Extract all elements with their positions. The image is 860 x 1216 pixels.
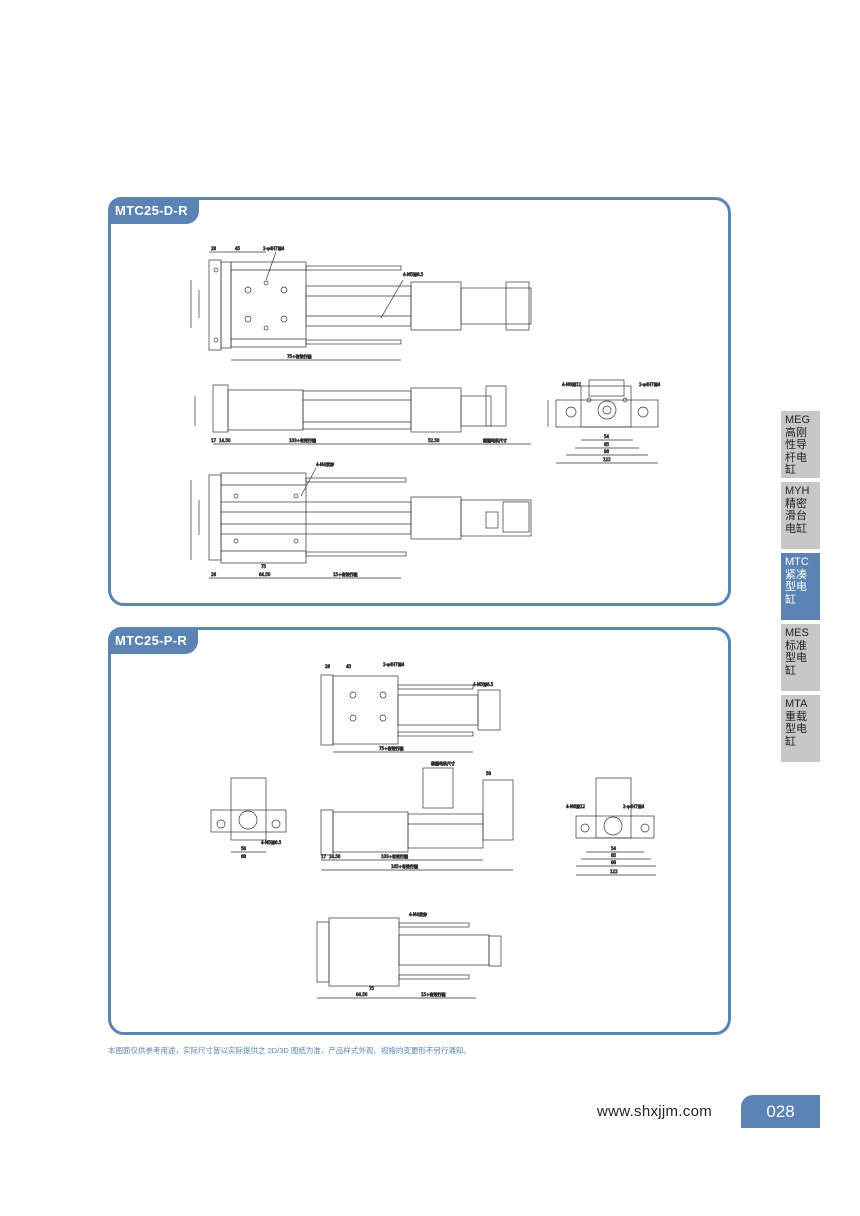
tab-code: MTA [785,698,808,710]
dim-label: 4-M4贯穿 [316,461,334,467]
dim-label: 4-M4贯穿 [409,911,427,917]
tab-name: 重载型电缸 [785,710,807,748]
tab-name: 高刚性导杆电缸 [785,426,807,477]
dim-label: 58 [241,846,247,851]
tab-meg[interactable]: MEG 高刚性导杆电缸 [781,411,820,478]
tab-name: 精密滑台电缸 [785,497,807,535]
dim-label: 103+有效行程 [289,437,316,443]
dim-label: 75+有效行程 [287,353,311,359]
dim-label: 68 [241,854,247,859]
disclaimer-note: 本图面仅供参考用途，实际尺寸皆以实际提供之 2D/3D 图纸为准，产品样式外观、… [108,1046,471,1055]
tab-name: 标准型电缸 [785,639,807,677]
top-view [320,674,501,753]
dim-label: 根据电机尺寸 [483,437,507,443]
dim-label: 4-M5深6.5 [473,681,494,687]
panel-title: MTC25-D-R [108,197,199,224]
dim-label: 17 [321,854,327,859]
dim-label: 165+有效行程 [391,863,418,869]
top-view [190,251,532,361]
drawing-panel-p: MTC25-P-R [108,627,731,1035]
tab-code: MES [785,627,809,639]
dim-label: 65 [611,853,617,858]
page-number: 028 [741,1095,820,1128]
tab-myh[interactable]: MYH 精密滑台电缸 [781,482,820,549]
end-view [547,379,659,464]
tab-mes[interactable]: MES 标准型电缸 [781,624,820,691]
dim-label: 96 [604,449,610,454]
dim-label: 17 [211,438,217,443]
tab-code: MYH [785,485,810,497]
dim-label: 2-φ4H7深4 [639,381,661,387]
dim-label: 45 [235,246,241,251]
dim-label: 28 [325,664,331,669]
tab-mtc[interactable]: MTC 紧凑型电缸 [781,553,820,620]
dim-label: 4-M5深6.5 [261,839,282,845]
dim-label: 15+有效行程 [421,991,445,997]
dim-label: 54 [604,434,610,439]
tab-name: 紧凑型电缸 [785,568,807,606]
dim-label: 75+有效行程 [379,745,403,751]
dim-label: 2-φ4H7深4 [383,661,405,667]
dim-label: 75 [261,564,267,569]
tab-code: MEG [785,414,811,426]
side-view [320,767,514,871]
dim-label: 4-M6深12 [566,803,586,809]
technical-drawing-d: 28 45 2-φ4H7深4 4-M5深6.5 75+有效行程 17 14.50… [190,245,661,579]
dim-label: 52.50 [428,438,440,443]
dim-label: 64.50 [259,572,271,577]
dim-label: 122 [603,457,611,462]
dim-label: 4-M6深12 [562,381,582,387]
dim-label: 14.50 [219,438,231,443]
right-end-view [575,777,656,876]
dim-label: 103+有效行程 [381,853,408,859]
dim-label: 54 [611,846,617,851]
dim-label: 根据电机尺寸 [431,760,455,766]
panel-title: MTC25-P-R [108,627,199,654]
dim-label: 58 [486,771,492,776]
dim-label: 14.50 [329,854,341,859]
dim-label: 4-M5深6.5 [403,271,424,277]
bottom-view [190,467,532,579]
dim-label: 122 [610,869,618,874]
dim-label: 2-φ4H7深4 [623,803,645,809]
dim-label: 96 [611,860,617,865]
tab-code: MTC [785,556,809,568]
drawing-panel-d: MTC25-D-R [108,197,731,606]
dim-label: 64.50 [356,992,368,997]
side-view [194,384,531,445]
bottom-view [316,917,502,999]
left-end-view [210,777,287,853]
dim-label: 75 [369,986,375,991]
dim-label: 2-φ4H7深4 [263,245,285,251]
website-url[interactable]: www.shxjjm.com [597,1103,713,1120]
dim-label: 28 [211,246,217,251]
dim-label: 45 [346,664,352,669]
dim-label: 15+有效行程 [333,571,357,577]
dim-label: 65 [604,442,610,447]
tab-mta[interactable]: MTA 重载型电缸 [781,695,820,762]
dim-label: 26 [211,572,217,577]
technical-drawing-p: 28 45 2-φ4H7深4 4-M5深6.5 75+有效行程 4-M5深6.5… [210,661,656,999]
